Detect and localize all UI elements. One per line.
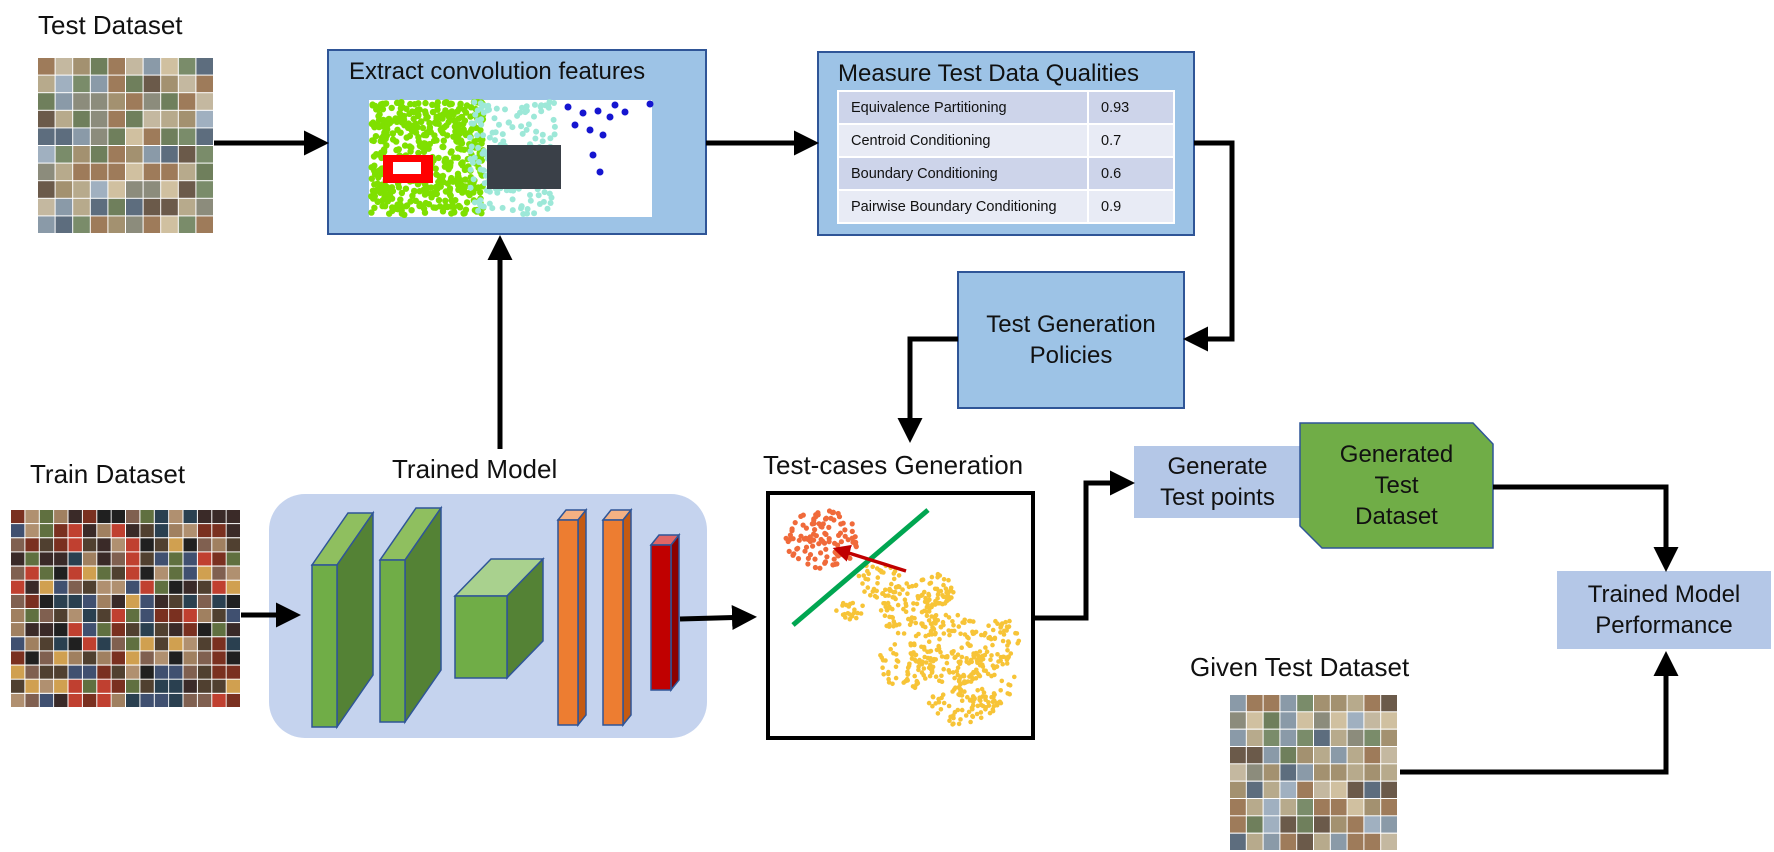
scatter-plot-icon [783, 508, 1022, 727]
box-line: Test [1374, 471, 1419, 499]
flow-arrows [214, 130, 1679, 775]
cnn-layers [310, 505, 681, 730]
box-line: Test points [1160, 484, 1275, 511]
given-test-dataset-label: Given Test Dataset [1190, 652, 1410, 682]
test-dataset-label: Test Dataset [38, 10, 183, 40]
arrow-icon [679, 605, 757, 631]
train-dataset-label: Train Dataset [30, 459, 186, 489]
box-line: Policies [1029, 342, 1113, 369]
decision-boundary-line [791, 508, 930, 627]
feature-scatter-points [368, 98, 654, 218]
test-dataset-image-grid-icon [38, 58, 213, 233]
perturbation-arrow-icon [832, 544, 907, 573]
test-cases-generation-label: Test-cases Generation [763, 450, 1024, 480]
generated-test-dataset-text: Generated Test Dataset [1300, 423, 1493, 548]
test-generation-policies-box [957, 271, 1185, 409]
metric-value: 0.93 [1087, 90, 1175, 125]
metric-name: Boundary Conditioning [837, 156, 1089, 191]
generate-test-points-box [1134, 446, 1301, 518]
arrow-icon [1033, 470, 1135, 621]
trained-model-performance-text: Trained Model Performance [1557, 571, 1771, 649]
trained-model-performance-box [1557, 571, 1771, 649]
box-line: Dataset [1355, 503, 1438, 531]
extract-features-title: Extract convolution features [349, 58, 646, 85]
trained-model-label: Trained Model [392, 454, 558, 484]
box-line: Generate [1167, 452, 1268, 480]
box-line: Trained Model [1587, 580, 1741, 608]
box-line: Performance [1595, 612, 1733, 639]
metric-name: Equivalence Partitioning [837, 90, 1089, 125]
generated-test-dataset-box [1299, 422, 1494, 549]
metric-value: 0.9 [1087, 189, 1175, 224]
arrow-icon [1400, 651, 1679, 775]
arrow-icon [1183, 140, 1235, 352]
metric-name: Pairwise Boundary Conditioning [837, 189, 1089, 224]
measure-qualities-title: Measure Test Data Qualities [838, 60, 1140, 87]
metric-name: Centroid Conditioning [837, 123, 1089, 158]
arrow-icon [897, 336, 958, 443]
train-dataset-image-grid-icon [11, 510, 240, 707]
generate-test-points-text: Generate Test points [1134, 446, 1301, 518]
metric-value: 0.7 [1087, 123, 1175, 158]
metric-value: 0.6 [1087, 156, 1175, 191]
box-line: Generated [1339, 440, 1454, 468]
given-test-dataset-image-grid-icon [1230, 695, 1397, 850]
test-generation-policies-text: Test Generation Policies [958, 272, 1184, 408]
box-line: Test Generation [986, 310, 1156, 338]
arrow-icon [1493, 484, 1679, 572]
